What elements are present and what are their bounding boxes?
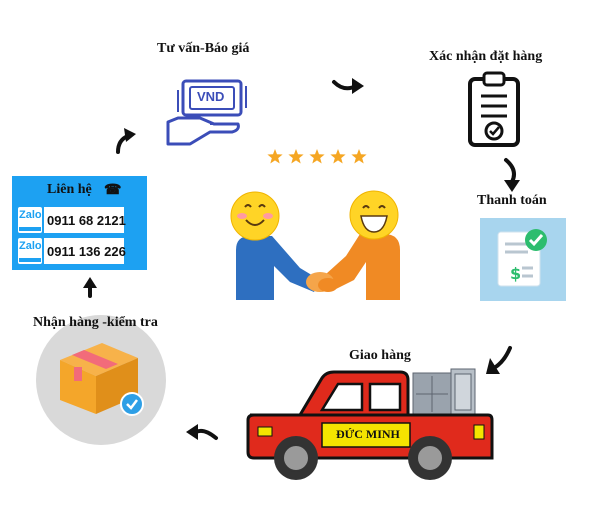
step-label-delivery: Giao hàng	[349, 348, 411, 363]
quote-cash-icon	[166, 79, 247, 146]
truck-brand-text: ĐỨC MINH	[336, 427, 400, 441]
star-icon	[288, 149, 304, 164]
step-label-confirm: Xác nhận đặt hàng	[429, 49, 543, 64]
star-icon	[330, 149, 346, 164]
smiley-left-icon	[230, 191, 280, 241]
zalo-icon: Zalo	[19, 240, 42, 252]
arrow-receive-to-contact-icon	[83, 277, 97, 298]
phone-number-2: 0911 136 226	[47, 244, 126, 259]
step-label-receive: Nhận hàng -kiểm tra	[33, 315, 158, 330]
step-label-payment: Thanh toán	[477, 193, 547, 208]
phone-icon: ☎	[104, 183, 122, 198]
arrow-quote-to-confirm-icon	[332, 78, 364, 94]
star-icon	[309, 149, 325, 164]
rating-stars	[267, 149, 367, 164]
arrow-payment-to-delivery-icon	[486, 346, 512, 374]
phone-number-1: 0911 68 2121	[47, 213, 126, 228]
arrow-confirm-to-payment-icon	[504, 158, 520, 192]
step-label-contact: Liên hệ	[47, 182, 92, 197]
zalo-icon: Zalo	[19, 209, 42, 221]
contact-panel	[12, 176, 147, 270]
handshake-illustration	[236, 234, 400, 300]
clipboard-icon	[468, 71, 520, 147]
vnd-badge: VND	[197, 89, 225, 104]
step-label-quote: Tư vấn-Báo giá	[157, 41, 250, 56]
svg-text:$: $	[510, 264, 521, 283]
arrow-delivery-to-receive-icon	[186, 424, 218, 440]
smiley-right-icon	[349, 190, 399, 240]
star-icon	[267, 149, 283, 164]
arrow-contact-to-quote-icon	[116, 128, 136, 154]
payment-icon: $	[480, 218, 566, 301]
delivery-truck-illustration	[246, 368, 494, 480]
receive-box-icon	[36, 315, 166, 445]
star-icon	[351, 149, 367, 164]
